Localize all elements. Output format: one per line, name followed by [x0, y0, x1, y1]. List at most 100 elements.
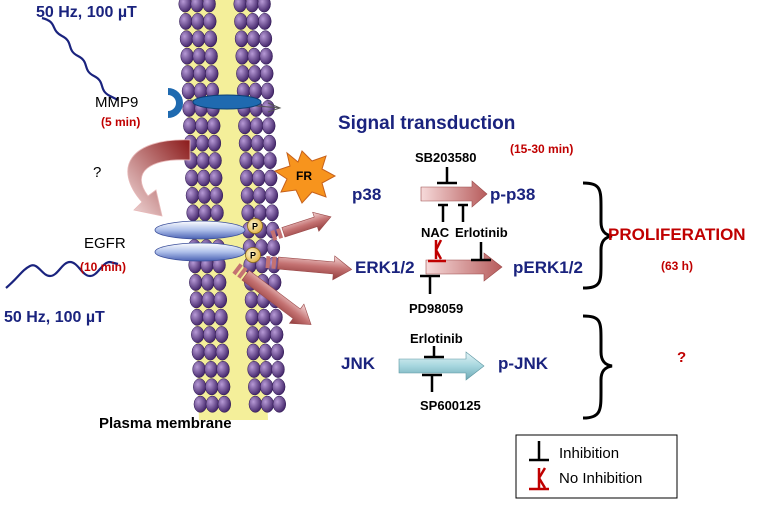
p-jnk-label: p-JNK: [498, 354, 549, 373]
arrow-to-jnk: [232, 263, 312, 325]
lipid-head: [191, 30, 206, 48]
lipid-head: [245, 308, 259, 326]
p-p38-label: p-p38: [490, 185, 535, 204]
lipid-head: [210, 204, 224, 222]
lipid-head: [207, 134, 222, 152]
lipid-head: [244, 291, 259, 309]
lipid-head: [272, 378, 286, 396]
lipid-head: [203, 326, 217, 344]
lipid-head: [261, 99, 275, 117]
lipid-head: [270, 326, 284, 344]
nac-label: NAC: [421, 225, 450, 240]
nac-inhibition-icon: [438, 203, 448, 222]
lipid-head: [203, 343, 218, 361]
lipid-head: [205, 65, 219, 83]
lipid-head: [197, 169, 211, 187]
phosphate-icon: P: [247, 218, 263, 234]
lipid-head: [209, 169, 223, 187]
mmp9-label: MMP9: [95, 94, 138, 111]
lipid-head: [192, 47, 206, 65]
lipid-head: [264, 186, 279, 204]
lipid-head: [258, 343, 273, 361]
erk-label: ERK1/2: [355, 258, 415, 277]
lipid-head: [203, 12, 217, 30]
erlotinib-label: Erlotinib: [455, 225, 508, 240]
question-mark-right: ?: [677, 349, 686, 366]
plasma-membrane-label: Plasma membrane: [99, 415, 232, 432]
lipid-head: [180, 47, 194, 65]
erlotinib-p38-inhibition-icon: [458, 203, 468, 222]
lipid-head: [247, 360, 261, 378]
lipid-head: [195, 134, 210, 152]
lipid-head: [208, 152, 222, 170]
lipid-head: [260, 65, 274, 83]
lipid-head: [186, 204, 200, 222]
lipid-head: [217, 395, 232, 413]
jnk-phosphorylation-arrow: [398, 351, 485, 381]
lipid-head: [262, 117, 276, 135]
p38-phosphorylation-arrow: [420, 180, 488, 208]
lipid-head: [179, 30, 194, 48]
lipid-head: [190, 308, 204, 326]
lipid-head: [205, 395, 220, 413]
sp600125-label: SP600125: [420, 398, 481, 413]
lipid-head: [181, 82, 196, 100]
lipid-head: [246, 30, 261, 48]
lipid-head: [198, 204, 212, 222]
lipid-head: [213, 291, 228, 309]
lipid-head: [257, 0, 271, 13]
lipid-head: [189, 273, 203, 291]
free-radical-burst-icon: [273, 150, 337, 204]
lipid-head: [196, 152, 210, 170]
lipid-head: [246, 12, 260, 30]
lipid-head: [193, 395, 208, 413]
sb203580-label: SB203580: [415, 150, 476, 165]
lipid-head: [203, 30, 218, 48]
lipid-head: [204, 360, 218, 378]
lipid-head: [202, 308, 216, 326]
lipid-head: [215, 326, 229, 344]
legend-no-inhibition-icon: [529, 467, 549, 491]
arrow-to-p38: [270, 211, 332, 241]
lipid-head: [272, 395, 287, 413]
lipid-head: [252, 169, 266, 187]
erlotinib-erk-inhibition-icon: [471, 242, 491, 262]
mmp9-time: (5 min): [101, 115, 140, 129]
lipid-head: [195, 117, 209, 135]
perk-label: pERK1/2: [513, 258, 583, 277]
lipid-head: [205, 378, 219, 396]
lipid-head: [238, 117, 252, 135]
erlotinib-jnk-inhibition-icon: [424, 346, 444, 359]
proliferation-time: (63 h): [661, 259, 693, 273]
legend-no-inhibition-label: No Inhibition: [559, 470, 642, 487]
lipid-head: [258, 30, 273, 48]
lipid-head: [215, 343, 230, 361]
plasma-membrane: [178, 0, 287, 420]
p38-label: p38: [352, 185, 381, 204]
lipid-head: [251, 152, 265, 170]
proliferation-label: PROLIFERATION: [608, 225, 746, 244]
erlotinib-jnk-label: Erlotinib: [410, 331, 463, 346]
lipid-head: [197, 186, 212, 204]
pd98059-label: PD98059: [409, 301, 463, 316]
signal-transduction-title: Signal transduction: [338, 113, 515, 134]
lipid-head: [257, 308, 271, 326]
lipid-head: [204, 47, 218, 65]
lipid-head: [250, 134, 265, 152]
sp600125-inhibition-icon: [422, 373, 442, 392]
lipid-head: [185, 169, 199, 187]
egfr-label: EGFR: [84, 235, 126, 252]
egfr-time: (10 min): [80, 260, 126, 274]
lipid-head: [246, 326, 260, 344]
lipid-head: [252, 186, 267, 204]
lipid-head: [181, 65, 195, 83]
emf-wave-bottom-icon: [5, 260, 119, 289]
lipid-head: [239, 152, 253, 170]
lipid-head: [189, 291, 204, 309]
lipid-head: [217, 378, 231, 396]
lipid-head: [202, 0, 216, 13]
lipid-head: [263, 152, 277, 170]
lipid-head: [236, 65, 250, 83]
lipid-head: [207, 117, 221, 135]
lipid-head: [240, 169, 254, 187]
